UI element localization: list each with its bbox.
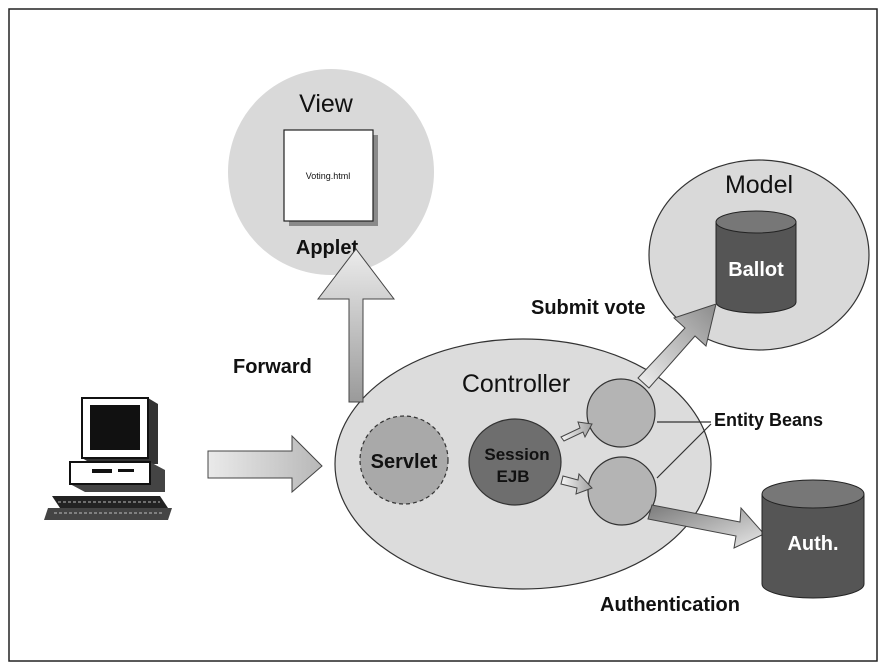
outer-frame bbox=[8, 8, 878, 662]
desktop-computer-icon bbox=[44, 397, 172, 520]
entity-bean-top bbox=[586, 378, 656, 448]
servlet-label: Servlet bbox=[371, 451, 438, 473]
session-ejb-node: Session EJB bbox=[468, 418, 562, 506]
session-to-bean-top-arrow bbox=[560, 421, 593, 442]
model-store-label: Ballot bbox=[728, 259, 784, 281]
entity-beans-label: Entity Beans bbox=[714, 410, 823, 430]
model-title: Model bbox=[725, 171, 793, 199]
authentication-label: Authentication bbox=[600, 594, 740, 616]
authentication-arrow bbox=[647, 504, 765, 549]
ejb-label: EJB bbox=[496, 467, 529, 486]
entity-bean-bottom bbox=[587, 456, 657, 526]
controller-title: Controller bbox=[462, 370, 570, 398]
forward-label: Forward bbox=[233, 356, 312, 378]
auth-database-icon bbox=[761, 479, 865, 599]
view-document-name: Voting.html bbox=[306, 171, 351, 181]
document-icon bbox=[283, 129, 378, 226]
client-request-arrow bbox=[207, 434, 323, 494]
model-bubble: Model Ballot bbox=[648, 159, 870, 351]
view-bubble: View Voting.html Applet bbox=[228, 69, 434, 275]
database-cylinder-icon bbox=[715, 210, 797, 314]
auth-store-label: Auth. bbox=[787, 533, 838, 555]
servlet-node: Servlet bbox=[359, 415, 449, 505]
submit-vote-arrow bbox=[637, 303, 717, 389]
session-to-bean-bottom-arrow bbox=[560, 472, 593, 495]
view-title: View bbox=[299, 90, 354, 118]
view-caption: Applet bbox=[296, 237, 359, 259]
session-label: Session bbox=[484, 445, 549, 464]
entity-beans-leader-bottom bbox=[656, 423, 712, 479]
submit-vote-label: Submit vote bbox=[531, 297, 645, 319]
forward-arrow bbox=[316, 248, 396, 403]
